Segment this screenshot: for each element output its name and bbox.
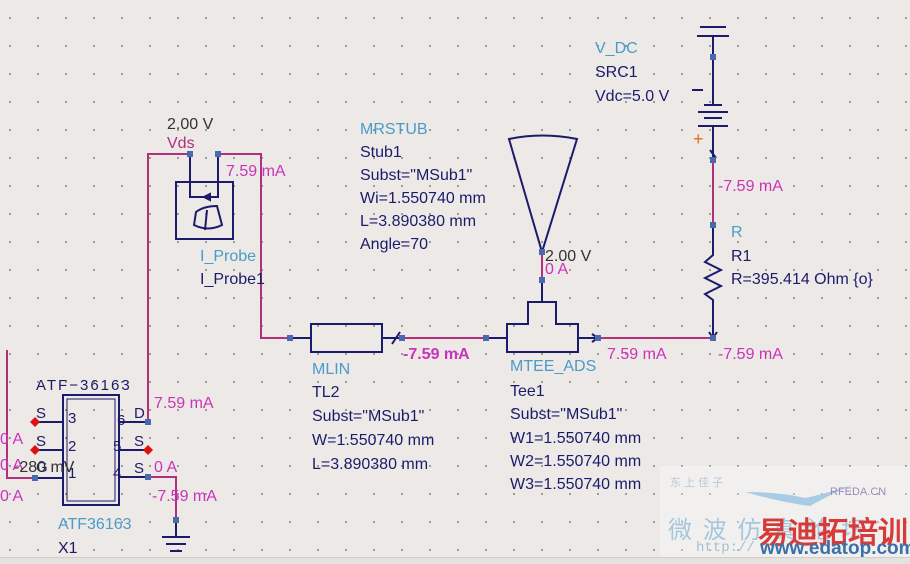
pin-number: 5 — [113, 438, 122, 455]
pin-number: 6 — [117, 412, 126, 429]
pin-number: 4 — [113, 465, 122, 482]
bird-logo-icon — [745, 484, 855, 506]
pin-label: S — [36, 405, 47, 422]
vdc-name: SRC1 — [595, 64, 638, 81]
iprobe-type: I_Probe — [200, 248, 257, 265]
wire-vds-left — [147, 153, 190, 422]
mlin-symbol — [290, 323, 402, 353]
mlin-type: MLIN — [312, 361, 351, 378]
watermark-site: RFEDA.CN — [830, 486, 887, 498]
mlin-param: Subst="MSub1" — [312, 408, 425, 425]
mlin-param: L=3.890380 mm — [312, 456, 429, 473]
mrstub-param: Subst="MSub1" — [360, 167, 473, 184]
vdc-current: -7.59 mA — [718, 178, 783, 195]
unconnected-pin — [143, 445, 153, 455]
resistor-type: R — [731, 224, 743, 241]
mtee-current: 7.59 mA — [607, 346, 667, 363]
transistor-name: X1 — [58, 540, 78, 557]
unconnected-pin — [30, 445, 40, 455]
gate-voltage: -280 mV — [14, 459, 75, 476]
mrstub-type: MRSTUB — [360, 121, 428, 138]
mtee-param: W1=1.550740 mm — [510, 430, 642, 447]
mrstub-param: Angle=70 — [360, 236, 429, 253]
mtee-param: W2=1.550740 mm — [510, 453, 642, 470]
drain-current: 7.59 mA — [154, 395, 214, 412]
pin-number: 2 — [68, 438, 77, 455]
vdc-param: Vdc=5.0 V — [595, 88, 670, 105]
vdc-type: V_DC — [595, 40, 638, 57]
pin-label: D — [134, 405, 145, 422]
pin-label: G — [36, 459, 48, 476]
pin-number: 3 — [68, 410, 77, 427]
pin-label: S — [36, 433, 47, 450]
left-current: 0 A — [0, 488, 24, 505]
mrstub-current: 0 A — [545, 261, 569, 278]
plus-polarity-icon: + — [693, 129, 704, 149]
pin-label: S — [134, 460, 145, 477]
left-current: 0 A — [0, 457, 24, 474]
mrstub-param: L=3.890380 mm — [360, 213, 477, 230]
mrstub-symbol — [507, 134, 579, 256]
mtee-param: Subst="MSub1" — [510, 406, 623, 423]
pin-number: 1 — [68, 465, 77, 482]
watermark-url-left: http:// — [696, 540, 755, 556]
vds-node-label: Vds — [167, 135, 195, 152]
resistor-param: R=395.414 Ohm {o} — [731, 271, 873, 288]
mrstub-voltage: 2.00 V — [545, 248, 592, 265]
resistor-name: R1 — [731, 248, 752, 265]
vdc-symbol — [692, 26, 729, 160]
mlin-name: TL2 — [312, 384, 340, 401]
wire-probe-out — [218, 153, 290, 339]
ground-symbol — [162, 520, 190, 552]
resistor-symbol — [702, 225, 724, 340]
watermark-tagline: 东 上 佳 子 — [670, 477, 724, 489]
mtee-type: MTEE_ADS — [510, 358, 597, 375]
left-current: 0 A — [0, 431, 24, 448]
mtee-param: W3=1.550740 mm — [510, 476, 642, 493]
mtee-name: Tee1 — [510, 383, 545, 400]
wire-source-ground — [148, 476, 177, 520]
watermark-url-right: www.edatop.com — [760, 538, 910, 559]
watermark-cn-left: 微 波 仿 真 论 坛 — [668, 517, 868, 544]
watermark: 东 上 佳 子 RFEDA.CN 微 波 仿 真 论 坛 易迪拓培训 http:… — [660, 466, 910, 563]
iprobe-name: I_Probe1 — [200, 271, 265, 288]
iprobe-current: 7.59 mA — [226, 163, 286, 180]
pin-label: S — [134, 433, 145, 450]
horizontal-scrollbar[interactable] — [0, 557, 910, 564]
mtee-symbol — [486, 280, 600, 353]
transistor-symbol-title: ATF−36163 — [36, 377, 132, 394]
resistor-current: -7.59 mA — [718, 346, 783, 363]
transistor-type: ATF36163 — [58, 516, 132, 533]
iprobe-symbol — [175, 154, 234, 240]
vds-voltage: 2.00 V — [167, 116, 214, 133]
mlin-current: -7.59 mA — [403, 346, 470, 363]
source-current: 0 A — [154, 459, 178, 476]
ground-current: -7.59 mA — [152, 488, 217, 505]
wire-left-edge — [6, 350, 35, 479]
mrstub-param: Wi=1.550740 mm — [360, 190, 486, 207]
transistor-symbol — [35, 394, 148, 506]
mrstub-name: Stub1 — [360, 144, 402, 161]
watermark-cn-right: 易迪拓培训 — [758, 517, 908, 550]
mlin-param: W=1.550740 mm — [312, 432, 435, 449]
unconnected-pin — [30, 417, 40, 427]
